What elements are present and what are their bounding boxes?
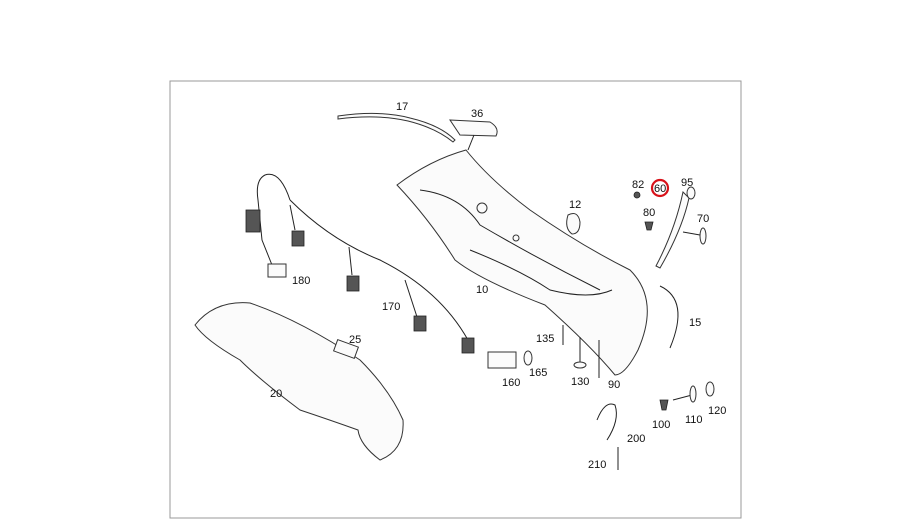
- label-160[interactable]: 160: [502, 377, 520, 389]
- label-130[interactable]: 130: [571, 376, 589, 388]
- label-120[interactable]: 120: [708, 405, 726, 417]
- label-12[interactable]: 12: [569, 199, 581, 211]
- label-82[interactable]: 82: [632, 179, 644, 191]
- part-20-diffuser[interactable]: [194, 302, 404, 461]
- part-80-clip[interactable]: [644, 221, 654, 231]
- part-165-ring[interactable]: [523, 350, 533, 366]
- label-36[interactable]: 36: [471, 108, 483, 120]
- part-17-trim-strip[interactable]: [337, 112, 456, 143]
- sensor-holder-icon: [413, 315, 427, 332]
- label-165[interactable]: 165: [529, 367, 547, 379]
- label-60[interactable]: 60: [654, 183, 666, 195]
- label-70[interactable]: 70: [697, 213, 709, 225]
- label-17[interactable]: 17: [396, 101, 408, 113]
- part-36-panel[interactable]: [449, 119, 498, 137]
- label-170[interactable]: 170: [382, 301, 400, 313]
- part-15-strip[interactable]: [659, 285, 679, 349]
- sensor-holder-icon: [461, 337, 475, 354]
- label-110[interactable]: 110: [685, 414, 703, 426]
- sensor-holder-icon: [291, 230, 305, 247]
- part-160-sensor[interactable]: [487, 351, 517, 369]
- connector-icon: [245, 209, 261, 233]
- part-110-screw[interactable]: [672, 394, 693, 401]
- highlight-circle-60: [650, 178, 670, 198]
- diagram-frame: [169, 80, 742, 519]
- part-60-bracket[interactable]: [655, 190, 690, 269]
- label-200[interactable]: 200: [627, 433, 645, 445]
- label-20[interactable]: 20: [270, 388, 282, 400]
- part-25-bracket[interactable]: [332, 338, 360, 360]
- label-100[interactable]: 100: [652, 419, 670, 431]
- label-95[interactable]: 95: [681, 177, 693, 189]
- part-100-clip[interactable]: [659, 399, 669, 411]
- part-82-nut[interactable]: [633, 191, 641, 199]
- label-10[interactable]: 10: [476, 284, 488, 296]
- label-90[interactable]: 90: [608, 379, 620, 391]
- part-10-bumper[interactable]: [396, 149, 648, 376]
- label-15[interactable]: 15: [689, 317, 701, 329]
- part-12-cap[interactable]: [566, 213, 581, 235]
- label-135[interactable]: 135: [536, 333, 554, 345]
- part-200-bracket[interactable]: [596, 403, 617, 441]
- part-95-washer[interactable]: [686, 186, 696, 200]
- label-80[interactable]: 80: [643, 207, 655, 219]
- part-180-clip[interactable]: [267, 263, 287, 278]
- label-180[interactable]: 180: [292, 275, 310, 287]
- part-120-grommet[interactable]: [705, 381, 715, 397]
- label-25[interactable]: 25: [349, 334, 361, 346]
- part-70-screw[interactable]: [682, 231, 701, 236]
- sensor-holder-icon: [346, 275, 360, 292]
- label-210[interactable]: 210: [588, 459, 606, 471]
